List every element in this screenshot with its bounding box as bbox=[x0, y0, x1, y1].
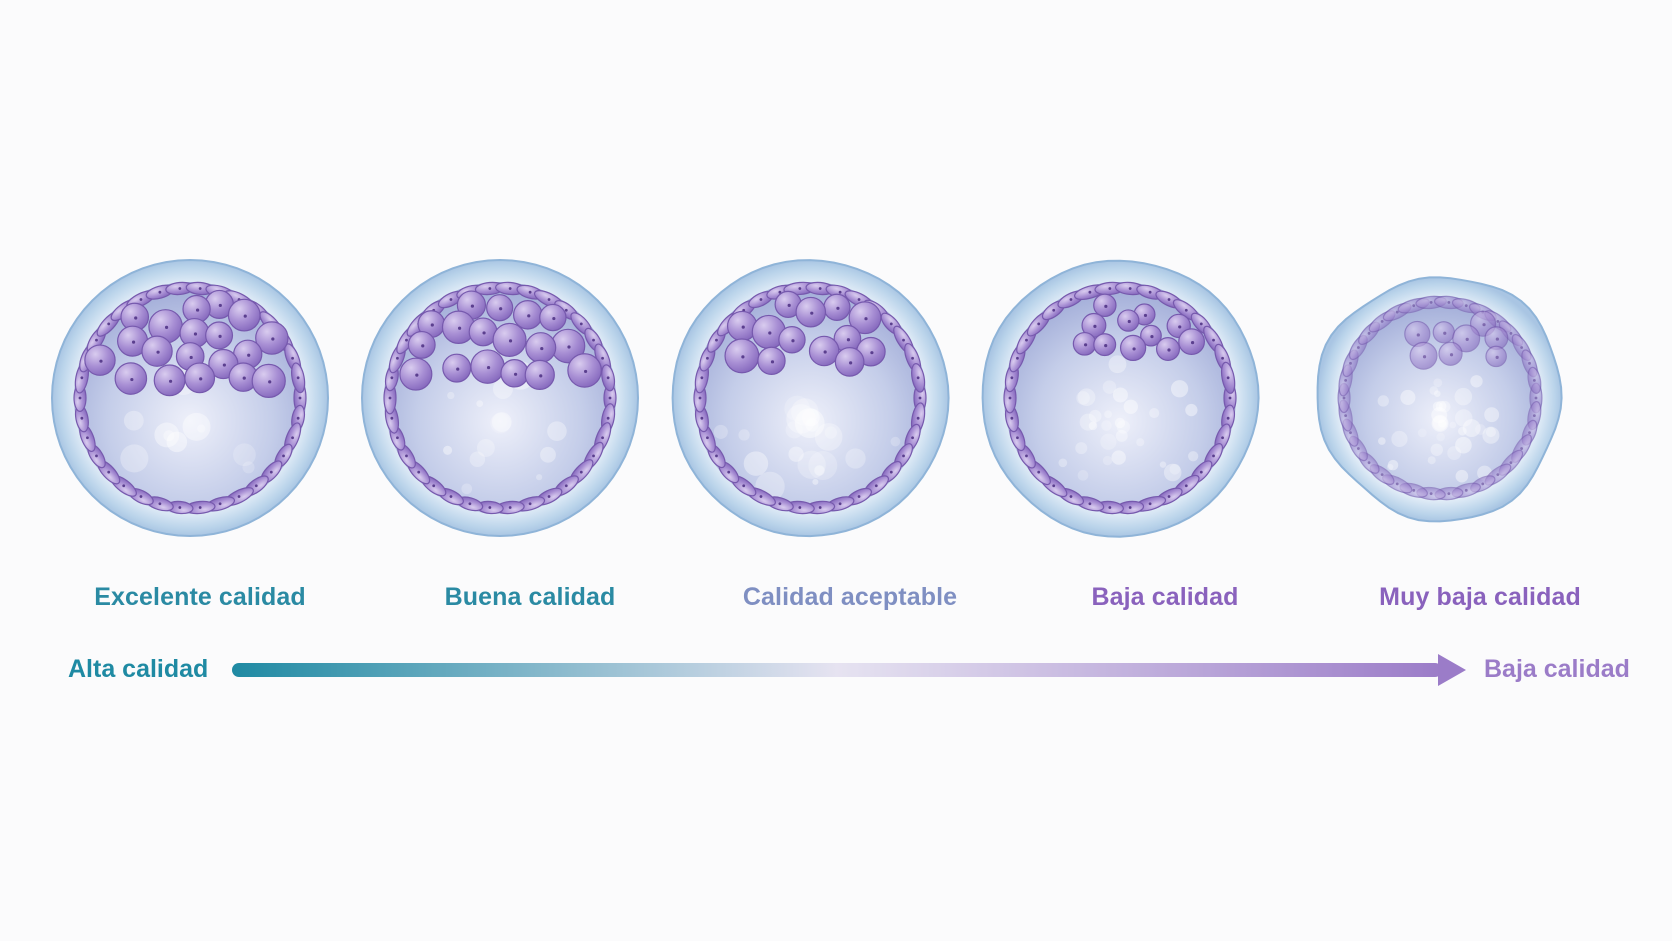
label-very-low-quality: Muy baja calidad bbox=[1379, 583, 1581, 611]
scale-end-label: Baja calidad bbox=[1484, 655, 1630, 683]
blastocoel-cavity bbox=[1004, 282, 1236, 514]
label-acceptable-quality: Calidad aceptable bbox=[742, 583, 958, 611]
scale-start-label: Alta calidad bbox=[68, 655, 209, 683]
label-excellent-quality: Excelente calidad bbox=[94, 583, 306, 611]
embryo-low bbox=[981, 259, 1260, 538]
embryo-acceptable bbox=[671, 259, 950, 538]
embryo-good bbox=[360, 258, 640, 538]
arrow-shaft bbox=[232, 663, 1442, 677]
arrow-head bbox=[1438, 654, 1466, 686]
label-low-quality: Baja calidad bbox=[1091, 583, 1239, 611]
embryo-excellent bbox=[50, 258, 330, 538]
quality-gradient-arrow bbox=[232, 654, 1466, 686]
label-good-quality: Buena calidad bbox=[444, 583, 616, 611]
embryo-very-low bbox=[1316, 276, 1563, 523]
